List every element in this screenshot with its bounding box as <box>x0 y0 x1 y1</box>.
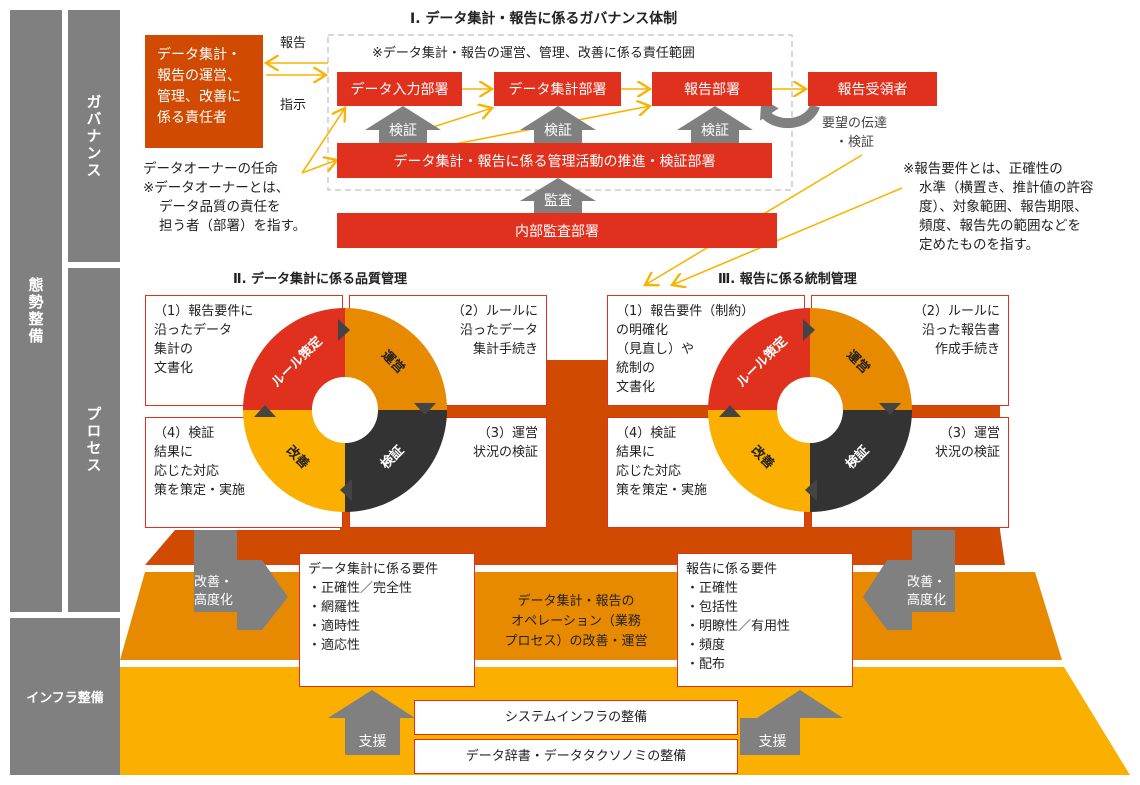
quality-step-box-3: （3）運営 状況の検証 <box>349 417 547 528</box>
improve-label-right: 改善・ 高度化 <box>907 575 947 608</box>
internal-audit-dept: 内部監査部署 <box>337 213 777 248</box>
rep-req-item: ・正確性 <box>686 581 739 596</box>
operation-label: データ集計・報告の オペレーション（業務 プロセス）の改善・運営 <box>504 594 648 649</box>
instruct-label: 指示 <box>280 98 307 113</box>
support-label-right: 支援 <box>758 734 787 750</box>
verify-label-3: 検証 <box>701 123 729 139</box>
aggregation-requirements: データ集計に係る要件 ・正確性／完全性 ・網羅性 ・適時性 ・適応性 <box>299 553 475 687</box>
agg-req-item: ・正確性／完全性 <box>308 581 413 596</box>
rep-req-item: ・頻度 <box>686 638 726 653</box>
side-process: プロセス <box>68 268 120 612</box>
control-step-box-3: （3）運営 状況の検証 <box>811 417 1009 528</box>
control-step-box-1: （1）報告要件（制約） の明確化 （見直し）や 統制の 文書化 <box>607 295 805 406</box>
report-requirements: 報告に係る要件 ・正確性 ・包括性 ・明瞭性／有用性 ・頻度 ・配布 <box>677 553 853 687</box>
up-arrows <box>194 106 955 755</box>
side-posture: 態勢整備 <box>10 10 62 612</box>
report-dept: 報告部署 <box>652 72 772 106</box>
control-step-box-4: （4）検証 結果に 応じた対応 策を策定・実施 <box>607 417 805 528</box>
owner-note-line: ※データオーナーとは、 <box>143 180 290 196</box>
quality-step-box-2: （2）ルールに 沿ったデータ 集計手続き <box>349 295 547 406</box>
req-note-line: 頻度、報告先の範囲などを <box>919 218 1081 234</box>
rep-req-item: ・包括性 <box>686 600 739 615</box>
report-label: 報告 <box>280 36 307 51</box>
support-label-left: 支援 <box>358 734 387 750</box>
agg-req-item: ・適時性 <box>308 619 361 634</box>
rep-req-item: ・配布 <box>686 657 726 672</box>
feedback-loop-arrow <box>761 104 820 129</box>
owner-note-line: データ品質の責任を <box>159 199 281 215</box>
agg-req-item: ・網羅性 <box>308 600 361 615</box>
req-note-line: 度）、対象範囲、報告期限、 <box>919 199 1088 215</box>
system-infra-box: システムインフラの整備 <box>414 700 738 735</box>
agg-req-item: ・適応性 <box>308 638 361 653</box>
responsible-person-box: データ集計・報告の運営、管理、改善に係る責任者 <box>145 35 263 148</box>
side-infra: インフラ整備 <box>10 618 120 775</box>
owner-note-line: 担う者（部署）を指す。 <box>159 218 307 234</box>
control-title: Ⅲ. 報告に係る統制管理 <box>718 272 857 287</box>
audit-label: 監査 <box>544 193 572 209</box>
input-dept: データ入力部署 <box>337 72 462 106</box>
report-recipient: 報告受領者 <box>808 72 937 106</box>
req-note-line: 定めたものを指す。 <box>919 237 1040 253</box>
requirement-note: ※報告要件とは、正確性の 水準（横置き、推計値の許容 度）、対象範囲、報告期限、… <box>903 160 1094 255</box>
agg-req-title: データ集計に係る要件 <box>308 562 439 577</box>
req-note-line: 水準（横置き、推計値の許容 <box>919 180 1094 196</box>
rep-req-item: ・明瞭性／有用性 <box>686 619 791 634</box>
owner-note-line: データオーナーの任命 <box>143 161 278 177</box>
verify-label-1: 検証 <box>389 123 417 139</box>
data-dictionary-box: データ辞書・データタクソノミの整備 <box>414 739 738 774</box>
side-governance: ガバナンス <box>68 10 120 262</box>
control-step-box-2: （2）ルールに 沿った報告書 作成手続き <box>811 295 1009 406</box>
owner-note: データオーナーの任命 ※データオーナーとは、 データ品質の責任を 担う者（部署）… <box>143 160 306 236</box>
scope-note: ※データ集計・報告の運営、管理、改善に係る責任範囲 <box>372 46 695 61</box>
aggregation-dept: データ集計部署 <box>494 72 621 106</box>
quality-step-box-1: （1）報告要件に 沿ったデータ 集計の 文書化 <box>145 295 343 406</box>
quality-step-box-4: （4）検証 結果に 応じた対応 策を策定・実施 <box>145 417 343 528</box>
verify-label-2: 検証 <box>544 123 572 139</box>
req-note-line: ※報告要件とは、正確性の <box>903 161 1063 177</box>
management-dept: データ集計・報告に係る管理活動の推進・検証部署 <box>337 143 772 178</box>
feedback-label: 要望の伝達 ・検証 <box>822 116 888 150</box>
improve-label-left: 改善・ 高度化 <box>194 575 234 608</box>
governance-title: Ⅰ. データ集計・報告に係るガバナンス体制 <box>410 11 678 27</box>
quality-title: Ⅱ. データ集計に係る品質管理 <box>233 272 408 287</box>
rep-req-title: 報告に係る要件 <box>686 562 778 577</box>
